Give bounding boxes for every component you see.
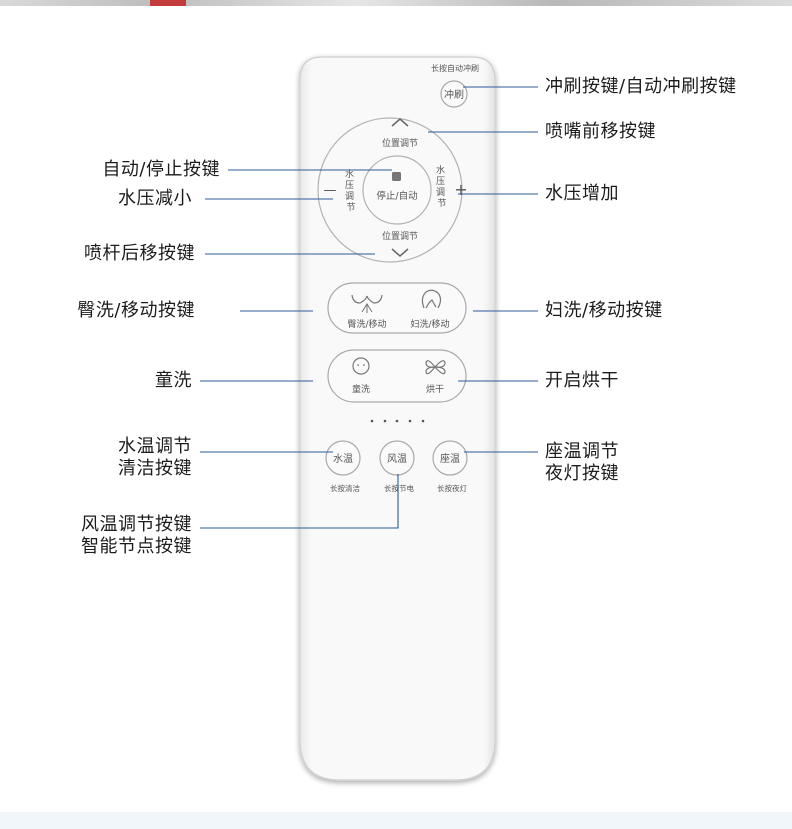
dry-button[interactable]: 烘干 bbox=[425, 360, 446, 395]
plus-icon[interactable]: + bbox=[454, 180, 467, 199]
air-temp-note: 长按节电 bbox=[384, 483, 414, 493]
bottom-decor-bar bbox=[0, 812, 792, 829]
lady-icon bbox=[421, 289, 442, 309]
callout-water-temp: 水温调节 清洁按键 bbox=[118, 436, 192, 480]
callout-pressure-down: 水压减小 bbox=[118, 188, 192, 209]
child-wash-label: 童洗 bbox=[352, 383, 370, 395]
child-dry-pill bbox=[327, 349, 467, 403]
chevron-up-icon[interactable] bbox=[391, 118, 409, 127]
top-red-accent bbox=[150, 0, 186, 6]
callout-air-temp: 风温调节按键 智能节点按键 bbox=[81, 514, 192, 558]
hip-wash-label: 臀洗/移动 bbox=[347, 318, 386, 330]
long-press-flush-note: 长按自动冲刷 bbox=[431, 63, 479, 73]
stop-square-icon bbox=[392, 172, 401, 181]
callout-nozzle-back: 喷杆后移按键 bbox=[84, 243, 195, 264]
hip-wash-button[interactable]: 臀洗/移动 bbox=[347, 294, 387, 330]
child-eye-left bbox=[357, 364, 359, 366]
callout-seat-temp-line1: 座温调节 bbox=[545, 441, 619, 462]
air-temp-label: 风温 bbox=[387, 453, 407, 465]
air-temp-button[interactable]: 风温 bbox=[379, 440, 415, 476]
top-decor-bar bbox=[0, 0, 792, 6]
chevron-down-icon[interactable] bbox=[391, 248, 409, 257]
minus-icon[interactable]: — bbox=[324, 183, 337, 198]
water-pressure-right-label: 水 压 调 节 bbox=[436, 164, 448, 209]
stop-auto-label: 停止/自动 bbox=[376, 190, 417, 202]
seat-temp-button[interactable]: 座温 bbox=[432, 440, 468, 476]
child-wash-button[interactable]: 童洗 bbox=[352, 357, 370, 395]
position-adjust-top-label: 位置调节 bbox=[382, 137, 418, 149]
callout-hip-wash: 臀洗/移动按键 bbox=[77, 300, 195, 321]
callout-air-temp-line2: 智能节点按键 bbox=[81, 536, 192, 557]
callout-child-wash: 童洗 bbox=[155, 370, 192, 391]
hip-icon bbox=[351, 294, 383, 304]
child-eye-right bbox=[363, 364, 365, 366]
callout-pressure-up: 水压增加 bbox=[545, 183, 619, 204]
wash-pill bbox=[327, 282, 467, 334]
lady-wash-label: 妇洗/移动 bbox=[410, 318, 449, 330]
callout-lady-wash: 妇洗/移动按键 bbox=[545, 300, 663, 321]
callout-water-temp-line2: 清洁按键 bbox=[118, 458, 192, 479]
flush-button[interactable]: 冲刷 bbox=[440, 80, 468, 108]
seat-temp-label: 座温 bbox=[440, 452, 460, 465]
water-temp-note: 长按清洁 bbox=[330, 483, 360, 493]
callout-dry: 开启烘干 bbox=[545, 370, 619, 391]
callout-nozzle-forward: 喷嘴前移按键 bbox=[545, 121, 656, 142]
position-adjust-bottom-label: 位置调节 bbox=[382, 230, 418, 242]
stop-auto-button[interactable]: 停止/自动 bbox=[376, 172, 418, 202]
callout-seat-temp-line2: 夜灯按键 bbox=[545, 463, 619, 484]
hip-spray-icon bbox=[361, 303, 373, 313]
seat-temp-note: 长按夜灯 bbox=[437, 483, 467, 493]
child-face-icon bbox=[352, 357, 370, 375]
callout-flush: 冲刷按键/自动冲刷按键 bbox=[545, 76, 737, 97]
fan-icon bbox=[425, 360, 446, 375]
callout-water-temp-line1: 水温调节 bbox=[118, 436, 192, 457]
water-temp-button[interactable]: 水温 bbox=[325, 440, 361, 476]
flush-button-label: 冲刷 bbox=[444, 88, 464, 101]
water-pressure-left-label: 水 压 调 节 bbox=[345, 168, 357, 213]
direction-pad-inner bbox=[362, 155, 432, 225]
water-temp-label: 水温 bbox=[333, 453, 353, 465]
lady-wash-button[interactable]: 妇洗/移动 bbox=[410, 289, 450, 330]
leader-lines bbox=[200, 86, 538, 529]
indicator-dots bbox=[370, 419, 425, 423]
callout-auto-stop: 自动/停止按键 bbox=[102, 159, 220, 180]
leader-air-temp bbox=[200, 474, 399, 529]
callout-air-temp-line1: 风温调节按键 bbox=[81, 514, 192, 535]
dry-label: 烘干 bbox=[426, 383, 444, 395]
callout-seat-temp: 座温调节 夜灯按键 bbox=[545, 441, 619, 485]
